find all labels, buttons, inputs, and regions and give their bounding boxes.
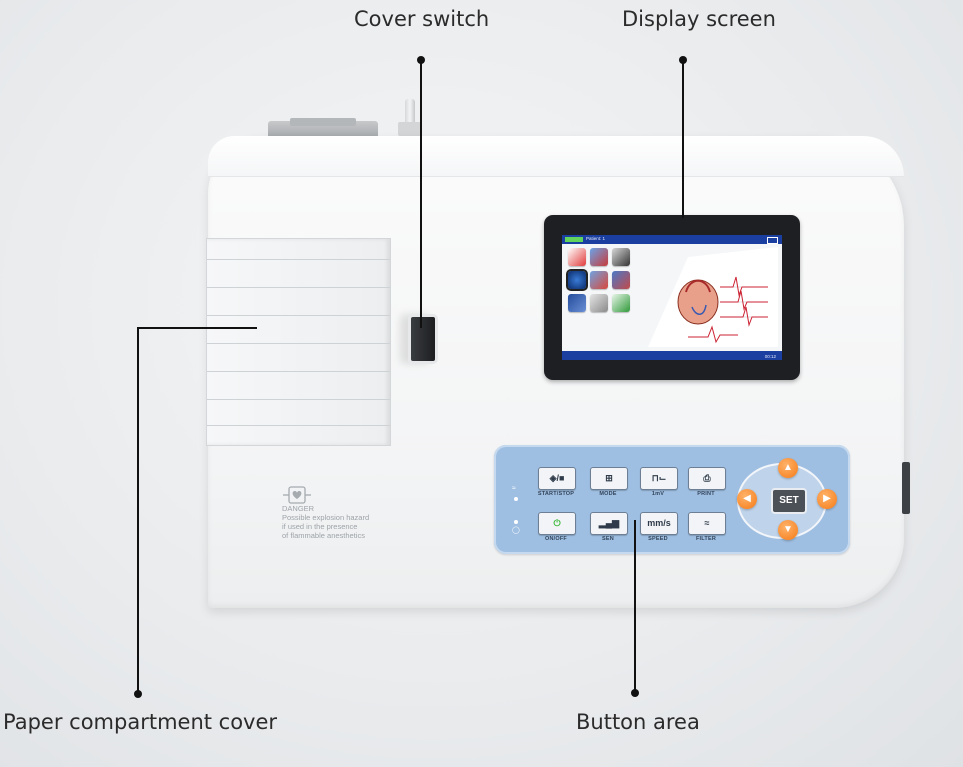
start-stop-button[interactable]: ◈/■ xyxy=(538,467,576,490)
ac-indicator-light xyxy=(514,497,518,501)
battery-indicator-light xyxy=(514,520,518,524)
cover-slat xyxy=(207,315,390,316)
display-leader xyxy=(682,60,684,218)
screen-status-bar xyxy=(562,235,782,244)
power-label: ON/OFF xyxy=(545,536,567,542)
filter-button[interactable]: ≈ xyxy=(688,512,726,535)
mode-button[interactable]: ⊞ xyxy=(590,467,628,490)
mode-icon: ⊞ xyxy=(605,473,613,483)
paper-cover-leader-h xyxy=(137,327,257,329)
battery-indicator-icon: ◯ xyxy=(512,527,520,534)
start-stop-label: START/STOP xyxy=(537,491,575,497)
book-app-icon[interactable] xyxy=(590,248,608,266)
pulse-icon: ⊓⌙ xyxy=(651,473,667,483)
danger-notice: DANGER Possible explosion hazard if used… xyxy=(282,486,392,540)
printer-app-icon[interactable] xyxy=(612,248,630,266)
heart-diagram-icon xyxy=(648,247,778,347)
side-port xyxy=(902,462,910,514)
cover-slat xyxy=(207,425,390,426)
filter-icon: ≈ xyxy=(704,518,710,528)
screen-footer-bar xyxy=(562,351,782,360)
defib-proof-icon xyxy=(283,486,311,504)
danger-title: DANGER xyxy=(282,504,315,513)
top-toggle xyxy=(405,99,415,125)
paper-cover-dot xyxy=(134,690,142,698)
lcd-screen[interactable]: Patient: 1 00:12 xyxy=(562,235,782,360)
calibration-button[interactable]: ⊓⌙ xyxy=(640,467,678,490)
cover-slat xyxy=(207,371,390,372)
cover-slat xyxy=(207,259,390,260)
cover-switch-leader xyxy=(420,60,422,328)
speed-label: SPEED xyxy=(648,536,668,542)
paper-cover-leader-v xyxy=(137,327,139,693)
up-arrow-icon[interactable]: ▲ xyxy=(778,458,798,478)
button-area-label: Button area xyxy=(576,710,700,734)
display-dot xyxy=(679,56,687,64)
mode-label: MODE xyxy=(599,491,617,497)
print-label: PRINT xyxy=(697,491,715,497)
top-connector-slot xyxy=(290,118,356,126)
device-top-ridge xyxy=(208,136,904,177)
display-screen: Patient: 1 00:12 xyxy=(544,215,800,380)
right-arrow-icon[interactable]: ▶ xyxy=(817,489,837,509)
danger-line: if used in the presence xyxy=(282,522,358,531)
paper-compartment-cover[interactable] xyxy=(206,238,391,446)
ac-indicator-icon: ≈ xyxy=(512,485,516,492)
power-button[interactable]: ⏻ xyxy=(538,512,576,535)
top-toggle-base xyxy=(398,122,422,136)
chart-app-icon[interactable] xyxy=(612,271,630,289)
sensitivity-icon: ▂▄▆ xyxy=(598,518,620,528)
down-arrow-icon[interactable]: ▼ xyxy=(778,520,798,540)
speed-button[interactable]: mm/s xyxy=(640,512,678,535)
globe-app-icon[interactable] xyxy=(566,269,588,291)
button-area: ≈ ◯ ◈/■ START/STOP ⊞ MODE ⊓⌙ 1mV ⎙ PRINT… xyxy=(494,445,850,554)
danger-line: of flammable anesthetics xyxy=(282,531,365,540)
battery-icon xyxy=(767,237,778,244)
button-area-dot xyxy=(631,689,639,697)
start-stop-icon: ◈/■ xyxy=(549,473,565,483)
app-grid xyxy=(566,248,630,312)
filter-label: FILTER xyxy=(695,536,717,542)
power-icon: ⏻ xyxy=(553,518,561,528)
cover-slat xyxy=(207,399,390,400)
button-area-leader xyxy=(634,520,636,690)
settings-app-icon[interactable] xyxy=(590,271,608,289)
sensitivity-label: SEN xyxy=(602,536,614,542)
cover-switch-dot xyxy=(417,56,425,64)
print-button[interactable]: ⎙ xyxy=(688,467,726,490)
print-icon: ⎙ xyxy=(703,473,711,483)
heart-app-icon[interactable] xyxy=(568,248,586,266)
fax-app-icon[interactable] xyxy=(590,294,608,312)
cover-switch[interactable] xyxy=(408,314,438,364)
sensitivity-button[interactable]: ▂▄▆ xyxy=(590,512,628,535)
speed-icon-text: mm/s xyxy=(647,518,671,528)
document-app-icon[interactable] xyxy=(568,294,586,312)
cover-slat xyxy=(207,287,390,288)
cover-slat xyxy=(207,343,390,344)
at-app-icon[interactable] xyxy=(612,294,630,312)
screen-logo-bar xyxy=(565,237,583,242)
display-screen-label: Display screen xyxy=(622,7,776,31)
screen-status-text: Patient: 1 xyxy=(586,236,606,241)
set-button[interactable]: SET xyxy=(771,488,807,514)
screen-footer-text: 00:12 xyxy=(764,354,776,359)
left-arrow-icon[interactable]: ◀ xyxy=(737,489,757,509)
cover-switch-label: Cover switch xyxy=(354,7,490,31)
paper-compartment-label: Paper compartment cover xyxy=(3,710,278,734)
danger-line: Possible explosion hazard xyxy=(282,513,370,522)
calibration-label: 1mV xyxy=(651,491,665,497)
